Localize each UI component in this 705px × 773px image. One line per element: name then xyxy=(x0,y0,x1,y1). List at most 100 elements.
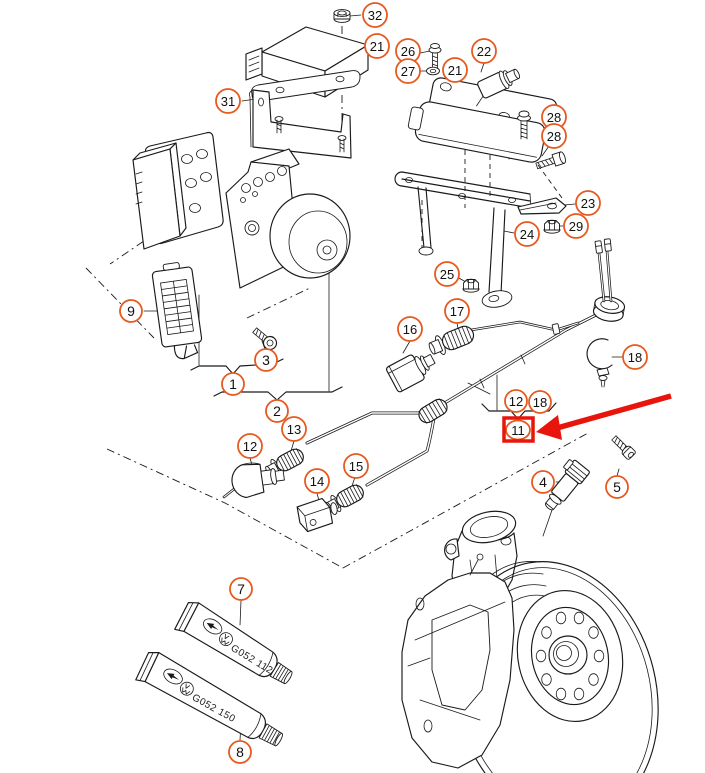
svg-text:12: 12 xyxy=(243,439,257,454)
bolt-28b xyxy=(535,151,566,170)
svg-text:11: 11 xyxy=(511,423,525,438)
callout-16[interactable]: 16 xyxy=(397,316,423,342)
svg-text:27: 27 xyxy=(401,64,415,79)
svg-text:15: 15 xyxy=(349,459,363,474)
svg-text:9: 9 xyxy=(127,303,135,319)
svg-text:14: 14 xyxy=(310,474,324,489)
callout-25[interactable]: 25 xyxy=(434,261,460,287)
nut-25 xyxy=(462,278,480,293)
svg-text:16: 16 xyxy=(403,322,417,337)
screw-5 xyxy=(611,435,636,460)
connector-14 xyxy=(296,497,338,533)
washer-27 xyxy=(426,66,440,76)
mounting-bracket-31 xyxy=(249,89,352,159)
screw-3 xyxy=(252,327,278,351)
svg-text:5: 5 xyxy=(613,479,621,495)
bolt-28a xyxy=(517,110,531,140)
callout-21[interactable]: 21 xyxy=(442,57,468,83)
callout-29[interactable]: 29 xyxy=(563,213,589,239)
svg-text:3: 3 xyxy=(262,352,270,368)
callout-14[interactable]: 14 xyxy=(304,468,330,494)
callout-27[interactable]: 27 xyxy=(395,58,421,84)
highlight-arrow-head xyxy=(536,415,562,440)
callout-28[interactable]: 28 xyxy=(541,123,567,149)
sensor-17 xyxy=(428,325,475,355)
connector-12 xyxy=(231,462,285,499)
vw-roundel-icon xyxy=(179,681,194,696)
callout-4[interactable]: 4 xyxy=(531,470,555,494)
bracket-24 xyxy=(394,171,532,308)
arrow-oval-icon xyxy=(203,618,223,635)
callout-11-highlighted[interactable]: 11 xyxy=(505,419,531,441)
callout-2[interactable]: 2 xyxy=(265,399,289,423)
callout-24[interactable]: 24 xyxy=(514,221,540,247)
harness-wires xyxy=(594,238,613,303)
control-module-top-right xyxy=(407,101,546,163)
abs-control-unit xyxy=(132,142,187,250)
control-module-top-left xyxy=(245,26,369,102)
arrow-oval-icon xyxy=(163,668,183,685)
connector-16 xyxy=(386,353,436,393)
highlight-group xyxy=(502,393,672,443)
callout-21[interactable]: 21 xyxy=(364,33,390,59)
sensor-22 xyxy=(476,68,520,107)
svg-text:22: 22 xyxy=(477,44,491,59)
svg-text:13: 13 xyxy=(287,422,301,437)
callout-32[interactable]: 32 xyxy=(362,2,388,28)
svg-text:31: 31 xyxy=(221,94,235,109)
svg-text:21: 21 xyxy=(448,63,462,78)
svg-text:28: 28 xyxy=(547,110,561,125)
nut-29 xyxy=(543,219,561,234)
svg-text:18: 18 xyxy=(628,350,642,365)
brake-caliper xyxy=(401,553,515,769)
svg-text:26: 26 xyxy=(401,44,415,59)
callout-5[interactable]: 5 xyxy=(605,475,629,499)
highlight-arrow-shaft xyxy=(556,393,672,431)
svg-text:2: 2 xyxy=(273,403,281,419)
svg-text:7: 7 xyxy=(237,581,245,597)
highlight-box xyxy=(502,416,535,443)
callout-3[interactable]: 3 xyxy=(254,348,278,372)
callout-8[interactable]: 8 xyxy=(228,740,252,764)
bracket-arm-23 xyxy=(517,197,567,215)
svg-text:21: 21 xyxy=(370,39,384,54)
callout-18[interactable]: 18 xyxy=(622,344,648,370)
callout-22[interactable]: 22 xyxy=(471,38,497,64)
svg-text:29: 29 xyxy=(569,219,583,234)
svg-text:18: 18 xyxy=(533,395,547,410)
vw-roundel-icon xyxy=(219,632,233,647)
wire-clip-18 xyxy=(586,338,613,388)
svg-text:4: 4 xyxy=(539,474,547,490)
wheel-speed-sensor-4 xyxy=(544,459,590,511)
grease-tube-7: G052 112 xyxy=(174,601,293,685)
screw-26 xyxy=(428,43,442,69)
callout-26[interactable]: 26 xyxy=(395,38,421,64)
callout-31[interactable]: 31 xyxy=(215,88,241,114)
harness-y-junction xyxy=(418,398,448,424)
svg-text:25: 25 xyxy=(440,267,454,282)
callout-9[interactable]: 9 xyxy=(119,299,143,323)
svg-text:32: 32 xyxy=(368,8,382,23)
callout-18[interactable]: 18 xyxy=(528,390,552,414)
callout-17[interactable]: 17 xyxy=(444,298,470,324)
hydraulic-unit xyxy=(225,148,351,289)
callout-12[interactable]: 12 xyxy=(504,389,528,413)
callout-15[interactable]: 15 xyxy=(343,453,369,479)
wheel-hub xyxy=(516,589,624,723)
callout-13[interactable]: 13 xyxy=(281,416,307,442)
nut-32 xyxy=(333,9,351,23)
svg-text:17: 17 xyxy=(450,304,464,319)
svg-text:1: 1 xyxy=(229,376,237,392)
svg-text:8: 8 xyxy=(236,744,244,760)
callout-23[interactable]: 23 xyxy=(575,190,601,216)
callout-1[interactable]: 1 xyxy=(221,372,245,396)
svg-text:28: 28 xyxy=(547,129,561,144)
svg-text:12: 12 xyxy=(509,394,523,409)
callout-12[interactable]: 12 xyxy=(237,433,263,459)
callout-7[interactable]: 7 xyxy=(229,577,253,601)
wiring-connector-9 xyxy=(151,262,203,360)
svg-text:23: 23 xyxy=(581,196,595,211)
